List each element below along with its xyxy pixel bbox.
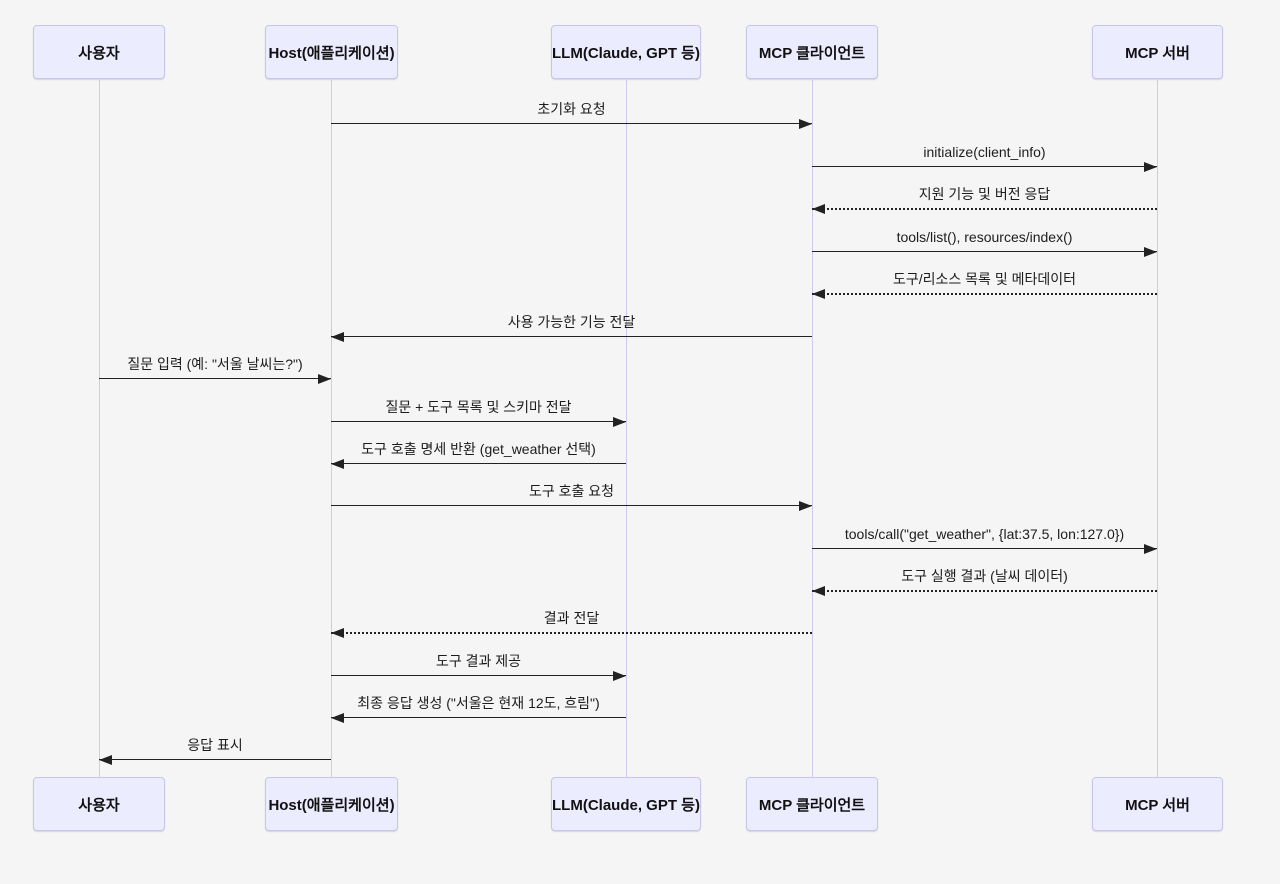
message-line [812,251,1157,252]
actor-bottom-user: 사용자 [33,777,165,831]
message-label: 도구 호출 명세 반환 (get_weather 선택) [361,441,596,457]
message-label: 질문 입력 (예: "서울 날씨는?") [127,356,303,372]
arrowhead-icon [318,374,331,384]
actor-bottom-llm: LLM(Claude, GPT 등) [551,777,701,831]
arrowhead-icon [99,755,112,765]
message-label: 결과 전달 [543,610,600,626]
actor-label: Host(애플리케이션) [268,796,395,814]
message-line [331,336,812,337]
arrowhead-icon [1144,247,1157,257]
arrowhead-icon [613,671,626,681]
message-label: 사용 가능한 기능 전달 [507,314,636,330]
lifeline-mcp-server [1156,80,1158,778]
message-line [99,378,331,379]
arrowhead-icon [1144,162,1157,172]
actor-top-mcp-server: MCP 서버 [1092,25,1223,79]
arrowhead-icon [799,119,812,129]
message-label: tools/list(), resources/index() [896,229,1073,245]
message-label: 도구 호출 요청 [528,483,615,499]
actor-label: MCP 클라이언트 [758,44,866,62]
lifeline-mcp-client [811,80,813,778]
actor-top-host: Host(애플리케이션) [265,25,398,79]
message-line [812,208,1157,210]
actor-top-mcp-client: MCP 클라이언트 [746,25,878,79]
actor-bottom-mcp-server: MCP 서버 [1092,777,1223,831]
lifeline-user [98,80,100,778]
actor-label: MCP 클라이언트 [758,796,866,814]
actor-bottom-mcp-client: MCP 클라이언트 [746,777,878,831]
actor-bottom-host: Host(애플리케이션) [265,777,398,831]
message-label: 지원 기능 및 버전 응답 [918,186,1051,202]
message-label: 초기화 요청 [537,101,606,117]
arrowhead-icon [812,586,825,596]
message-label: 질문 + 도구 목록 및 스키마 전달 [385,399,572,415]
arrowhead-icon [812,289,825,299]
message-line [331,463,626,464]
actor-label: MCP 서버 [1125,44,1190,62]
arrowhead-icon [331,713,344,723]
message-label: 응답 표시 [187,737,243,753]
message-line [331,123,812,124]
arrowhead-icon [331,332,344,342]
lifeline-llm [625,80,627,778]
actor-label: MCP 서버 [1125,796,1190,814]
message-line [331,717,626,718]
arrowhead-icon [799,501,812,511]
message-line [812,590,1157,592]
actor-label: LLM(Claude, GPT 등) [552,796,700,814]
actor-label: Host(애플리케이션) [268,44,395,62]
message-line [99,759,331,760]
message-label: 도구/리소스 목록 및 메타데이터 [893,271,1076,287]
message-line [331,675,626,676]
message-line [812,166,1157,167]
actor-top-llm: LLM(Claude, GPT 등) [551,25,701,79]
message-line [331,421,626,422]
message-label: tools/call("get_weather", {lat:37.5, lon… [844,526,1125,542]
arrowhead-icon [812,204,825,214]
message-label: initialize(client_info) [923,144,1046,160]
message-line [331,505,812,506]
message-line [331,632,812,634]
message-line [812,293,1157,295]
actor-label: 사용자 [78,796,120,814]
lifeline-host [330,80,332,778]
actor-top-user: 사용자 [33,25,165,79]
message-label: 도구 실행 결과 (날씨 데이터) [901,568,1068,584]
message-label: 최종 응답 생성 ("서울은 현재 12도, 흐림") [357,695,600,711]
arrowhead-icon [331,459,344,469]
actor-label: 사용자 [78,44,120,62]
message-label: 도구 결과 제공 [435,653,522,669]
arrowhead-icon [331,628,344,638]
arrowhead-icon [613,417,626,427]
arrowhead-icon [1144,544,1157,554]
message-line [812,548,1157,549]
actor-label: LLM(Claude, GPT 등) [552,44,700,62]
